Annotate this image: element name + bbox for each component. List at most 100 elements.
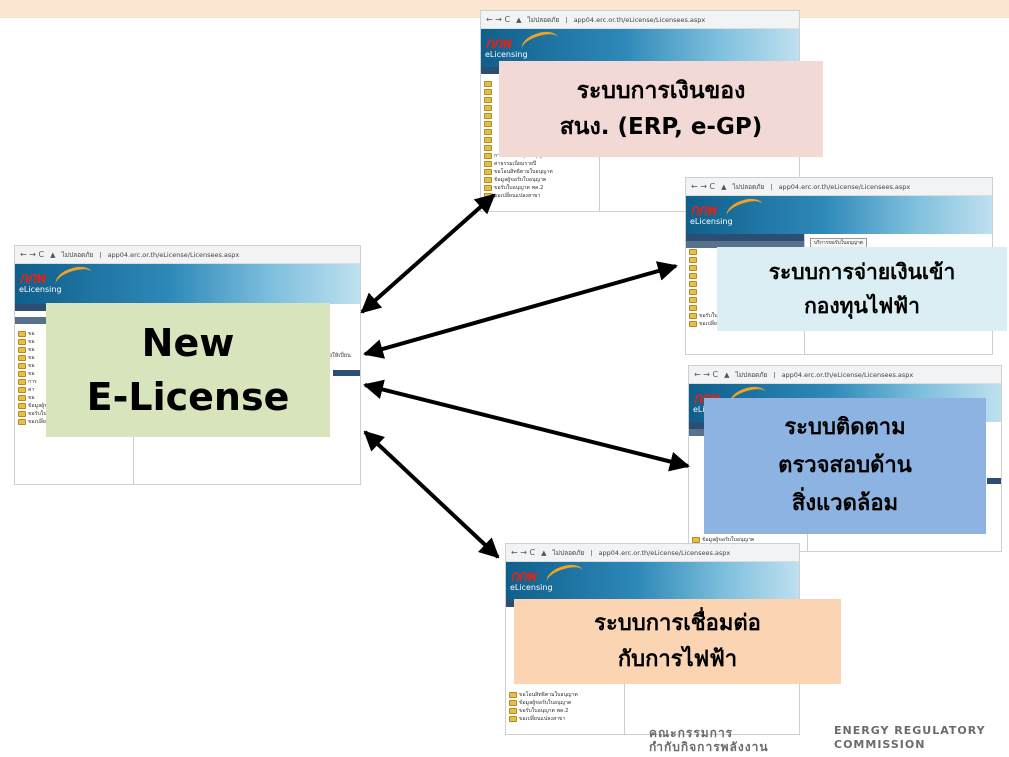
folder-icon	[18, 347, 26, 353]
sidebar-item[interactable]: ขอรับใบอนุญาต พค.2	[506, 707, 624, 715]
folder-icon	[689, 257, 697, 263]
app-banner: กกพ eLicensing	[481, 27, 799, 67]
folder-icon	[689, 273, 697, 279]
sidebar-item[interactable]	[686, 280, 804, 288]
folder-icon	[484, 137, 492, 143]
sidebar-item[interactable]	[481, 104, 599, 112]
folder-icon	[689, 281, 697, 287]
sidebar-item[interactable]: ข้อมูลผู้ขอรับใบอนุญาต	[689, 536, 807, 544]
node-env: ระบบติดตาม ตรวจสอบด้าน สิ่งแวดล้อม	[704, 398, 986, 534]
arrow-hub-env	[363, 379, 690, 472]
sidebar-item[interactable]: การ	[15, 378, 133, 386]
footer-en-2: COMMISSION	[834, 738, 926, 751]
logo: กกพ	[510, 567, 536, 585]
warning-icon: ▲	[541, 548, 547, 557]
nav-arrows-icon: ← → C	[691, 182, 716, 191]
sidebar-item[interactable]	[686, 264, 804, 272]
folder-icon	[689, 265, 697, 271]
nav-arrows-icon: ← → C	[511, 548, 536, 557]
browser-bar: ← → C ▲ ไม่ปลอดภัย | app04.erc.or.th/eLi…	[689, 366, 1001, 384]
sidebar-item[interactable]	[481, 80, 599, 88]
folder-icon	[484, 145, 492, 151]
not-secure-label: ไม่ปลอดภัย	[552, 548, 585, 557]
folder-icon	[18, 395, 26, 401]
sidebar-item[interactable]	[481, 88, 599, 96]
sidebar-item[interactable]: ขอ	[15, 394, 133, 402]
sidebar-item[interactable]	[686, 304, 804, 312]
sidebar-item[interactable]	[686, 288, 804, 296]
sidebar-item[interactable]: ขอโอนสิทธิตามใบอนุญาต	[506, 691, 624, 699]
hub-new-elicense: New E-License	[46, 303, 330, 437]
sidebar-item[interactable]	[686, 272, 804, 280]
sidebar-item[interactable]: ขอ	[15, 330, 133, 338]
folder-icon	[689, 297, 697, 303]
folder-icon	[509, 700, 517, 706]
warning-icon: ▲	[50, 250, 56, 259]
url-text: app04.erc.or.th/eLicense/Licensees.aspx	[573, 15, 706, 24]
not-secure-label: ไม่ปลอดภัย	[735, 370, 768, 379]
sidebar-item[interactable]: ขอ	[15, 346, 133, 354]
sidebar-item[interactable]: ข้อมูลผู้ขอรับใบอนุญาต	[481, 176, 599, 184]
mini-fragment: ขอให้เปี่ยน	[325, 353, 351, 359]
browser-bar: ← → C ▲ ไม่ปลอดภัย | app04.erc.or.th/eLi…	[686, 178, 992, 196]
sidebar-item[interactable]	[481, 96, 599, 104]
folder-icon	[484, 121, 492, 127]
app-banner: กกพ eLicensing	[686, 194, 992, 234]
folder-icon	[484, 129, 492, 135]
content-bar	[333, 370, 360, 376]
folder-icon	[484, 81, 492, 87]
app-banner: กกพ eLicensing	[15, 262, 360, 304]
arrow-hub-erp	[360, 193, 496, 314]
folder-icon	[484, 153, 492, 159]
sidebar-item[interactable]: ขอเปลี่ยนแปลงสาขา	[506, 715, 624, 723]
sidebar-item[interactable]: ข้อมูลผู้ขอรับใบอนุญาต	[506, 699, 624, 707]
logo: กกพ	[19, 269, 45, 287]
sidebar-item[interactable]: ขอโอนสิทธิตามใบอนุญาต	[481, 168, 599, 176]
footer-thai-2: กำกับกิจการพลังงาน	[649, 740, 769, 754]
folder-icon	[689, 321, 697, 327]
browser-bar: ← → C ▲ ไม่ปลอดภัย | app04.erc.or.th/eLi…	[506, 544, 799, 562]
folder-icon	[18, 339, 26, 345]
url-text: app04.erc.or.th/eLicense/Licensees.aspx	[781, 370, 914, 379]
folder-icon	[18, 363, 26, 369]
folder-icon	[484, 169, 492, 175]
sidebar-item[interactable]	[686, 296, 804, 304]
folder-icon	[692, 537, 700, 543]
warning-icon: ▲	[724, 370, 730, 379]
sidebar-item[interactable]: ค่าธรรมเนียมรายปี	[481, 160, 599, 168]
footer-en-1: ENERGY REGULATORY	[834, 724, 986, 737]
node-utility: ระบบการเชื่อมต่อ กับการไฟฟ้า	[514, 599, 841, 684]
sidebar-item[interactable]	[481, 144, 599, 152]
warning-icon: ▲	[516, 15, 522, 24]
sidebar-item[interactable]	[686, 256, 804, 264]
url-text: app04.erc.or.th/eLicense/Licensees.aspx	[107, 250, 240, 259]
content-bar	[987, 478, 1001, 484]
folder-icon	[484, 89, 492, 95]
folder-icon	[689, 305, 697, 311]
sidebar-item[interactable]: ขอ	[15, 354, 133, 362]
sidebar-item[interactable]	[481, 120, 599, 128]
folder-icon	[18, 419, 26, 425]
sidebar-item[interactable]	[686, 248, 804, 256]
folder-icon	[484, 185, 492, 191]
folder-icon	[484, 97, 492, 103]
sidebar-item[interactable]: ขอรับใบอนุญาต พค.2	[481, 184, 599, 192]
warning-icon: ▲	[721, 182, 727, 191]
sidebar-item[interactable]: ขอ	[15, 362, 133, 370]
folder-icon	[689, 289, 697, 295]
folder-icon	[18, 331, 26, 337]
sidebar-item[interactable]: ค่า	[15, 386, 133, 394]
folder-icon	[509, 716, 517, 722]
arrow-hub-utility	[363, 430, 500, 559]
app-name: eLicensing	[19, 285, 62, 294]
url-text: app04.erc.or.th/eLicense/Licensees.aspx	[598, 548, 731, 557]
sidebar-item[interactable]	[481, 136, 599, 144]
folder-icon	[18, 379, 26, 385]
sidebar-item[interactable]	[481, 112, 599, 120]
folder-icon	[18, 403, 26, 409]
sidebar-item[interactable]: ขอ	[15, 370, 133, 378]
folder-icon	[689, 249, 697, 255]
nav-arrows-icon: ← → C	[20, 250, 45, 259]
sidebar-item[interactable]: ขอ	[15, 338, 133, 346]
sidebar-item[interactable]	[481, 128, 599, 136]
